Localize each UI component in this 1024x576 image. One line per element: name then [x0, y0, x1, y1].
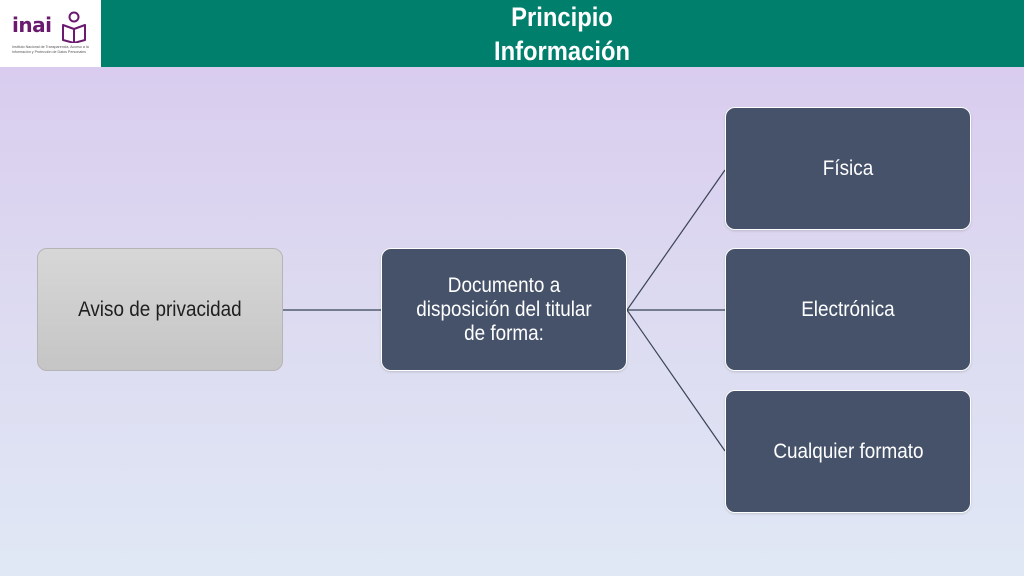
node-label: Cualquier formato	[772, 439, 924, 463]
node-label: Física	[822, 156, 874, 180]
connector-middle-child-1	[626, 169, 726, 311]
page-title: Principio Información	[386, 0, 738, 68]
node-label: Aviso de privacidad	[78, 297, 242, 321]
logo-tagline: Instituto Nacional de Transparencia, Acc…	[12, 45, 89, 54]
title-line-2: Información	[494, 36, 630, 66]
header-bar: inai Instituto Nacional de Transparencia…	[0, 0, 1024, 67]
node-documento: Documento a disposición del titular de f…	[381, 248, 627, 371]
logo-wordmark: inai	[12, 13, 52, 37]
inai-logo: inai Instituto Nacional de Transparencia…	[0, 0, 101, 67]
person-book-icon	[62, 11, 86, 43]
node-cualquier-formato: Cualquier formato	[725, 390, 971, 513]
node-fisica: Física	[725, 107, 971, 230]
node-label: Electrónica	[801, 297, 895, 321]
connector-middle-child-3	[626, 309, 726, 452]
node-label: Documento a disposición del titular de f…	[416, 273, 592, 345]
title-line-1: Principio	[511, 2, 613, 32]
node-aviso-de-privacidad: Aviso de privacidad	[37, 248, 283, 371]
node-electronica: Electrónica	[725, 248, 971, 371]
